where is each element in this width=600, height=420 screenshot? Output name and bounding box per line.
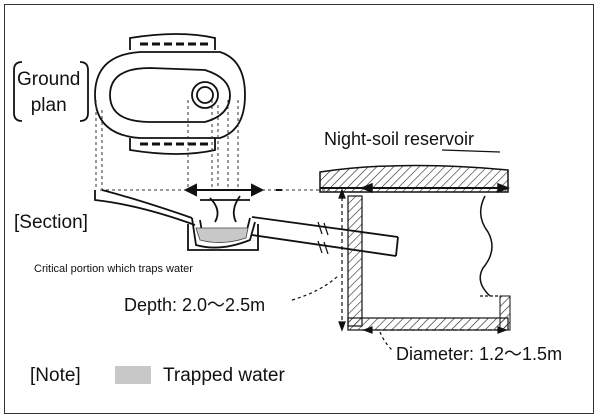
reservoir-label: Night-soil reservoir [324,129,475,149]
trapped-water-label: Trapped water [163,365,285,386]
projection-lines [95,100,330,191]
ground-plan-label-line2: plan [30,95,67,116]
critical-portion-label: Critical portion which traps water [34,263,193,275]
section-bowl [94,189,259,251]
depth-dimension [291,188,346,332]
note-label: [Note] [30,365,81,386]
trapped-water-swatch [115,366,151,384]
ground-plan-bowl [94,33,246,155]
diameter-label: Diameter: 1.2〜1.5m [396,344,563,364]
ground-plan-bracket [13,61,89,122]
reservoir-walls [347,195,511,331]
reservoir-label-leader [441,149,501,153]
section-label: [Section] [14,212,88,233]
diagram-frame [4,4,594,414]
ground-plan-label: Ground plan [17,67,80,119]
trapped-water-area [195,227,249,243]
reservoir-width-arrow [359,182,511,194]
ground-plan-label-line1: Ground [17,69,81,90]
section-width-arrow [183,183,282,197]
drain-pipe [251,216,399,257]
depth-label: Depth: 2.0〜2.5m [124,295,266,315]
diameter-dimension [362,326,508,351]
